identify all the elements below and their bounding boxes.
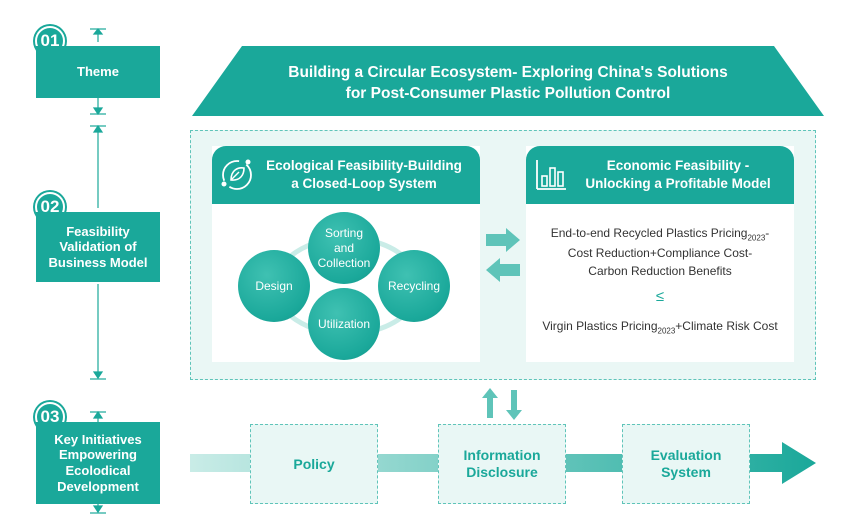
stage-feasibility-label: Feasibility Validation of Business Model: [48, 223, 148, 270]
initiative-disclosure-label: Information Disclosure: [463, 447, 541, 480]
bubble-sorting-label: Sorting and Collection: [317, 225, 371, 270]
formula-line3: Carbon Reduction Benefits: [588, 264, 732, 279]
banner-title-line2: for Post-Consumer Plastic Pollution Cont…: [345, 85, 671, 102]
formula-line2: Cost Reduction+Compliance Cost-: [567, 246, 753, 261]
exchange-arrows: [486, 228, 520, 282]
initiative-evaluation-system: Evaluation System: [622, 424, 750, 504]
banner-shape: [192, 46, 824, 116]
formula-line4-prefix: Virgin Plastics Pricing: [542, 318, 658, 333]
formula-line4-suffix: +Climate Risk Cost: [675, 318, 778, 333]
bubble-design: Design: [238, 250, 310, 322]
economic-title-line1: Economic Feasibility -: [606, 158, 750, 174]
stage-initiatives-label: Key Initiatives Empowering Ecolodical De…: [54, 431, 142, 494]
economic-card: Economic Feasibility - Unlocking a Profi…: [526, 146, 794, 362]
vertical-exchange-arrows: [482, 388, 522, 420]
stage-initiatives-box: Key Initiatives Empowering Ecolodical De…: [36, 422, 160, 504]
bubble-utilization-label: Utilization: [317, 316, 371, 331]
formula-line1-suffix: -: [765, 226, 770, 240]
stage-theme-label: Theme: [77, 64, 119, 80]
bubble-design-label: Design: [255, 278, 293, 293]
initiative-evaluation-label: Evaluation System: [650, 447, 722, 480]
bubble-recycling-label: Recycling: [387, 278, 441, 293]
banner-title: Building a Circular Ecosystem- Exploring…: [190, 62, 826, 104]
formula-line4: Virgin Plastics Pricing2023+Climate Risk…: [526, 317, 794, 337]
ecological-title-line1: Ecological Feasibility-Building: [266, 158, 462, 174]
formula-relation: ≤: [655, 288, 665, 306]
initiative-information-disclosure: Information Disclosure: [438, 424, 566, 504]
leaf-cycle-icon: [221, 159, 252, 190]
banner-title-line1: Building a Circular Ecosystem- Exploring…: [288, 64, 728, 81]
bar-chart-icon: [536, 160, 566, 190]
ecological-title-line2: a Closed-Loop System: [291, 176, 437, 191]
formula-line1-prefix: End-to-end Recycled Plastics Pricing: [550, 226, 748, 240]
economic-formula: End-to-end Recycled Plastics Pricing2023…: [526, 224, 794, 337]
formula-line4-sub: 2023: [657, 326, 676, 336]
formula-line1-sub: 2023: [747, 233, 766, 243]
initiative-policy: Policy: [250, 424, 378, 504]
stage-connector-lines: [90, 28, 106, 514]
ecological-card-header: Ecological Feasibility-Building a Closed…: [212, 146, 480, 204]
initiative-policy-label: Policy: [293, 455, 335, 472]
stage-theme-box: Theme: [36, 46, 160, 98]
formula-line1: End-to-end Recycled Plastics Pricing2023…: [526, 224, 794, 244]
economic-card-header: Economic Feasibility - Unlocking a Profi…: [526, 146, 794, 204]
bubble-recycling: Recycling: [378, 250, 450, 322]
stage-feasibility-box: Feasibility Validation of Business Model: [36, 212, 160, 282]
bubble-sorting-collection: Sorting and Collection: [308, 212, 380, 284]
bubble-utilization: Utilization: [308, 288, 380, 360]
ecological-card: Ecological Feasibility-Building a Closed…: [212, 146, 480, 362]
economic-title-line2: Unlocking a Profitable Model: [585, 176, 771, 191]
